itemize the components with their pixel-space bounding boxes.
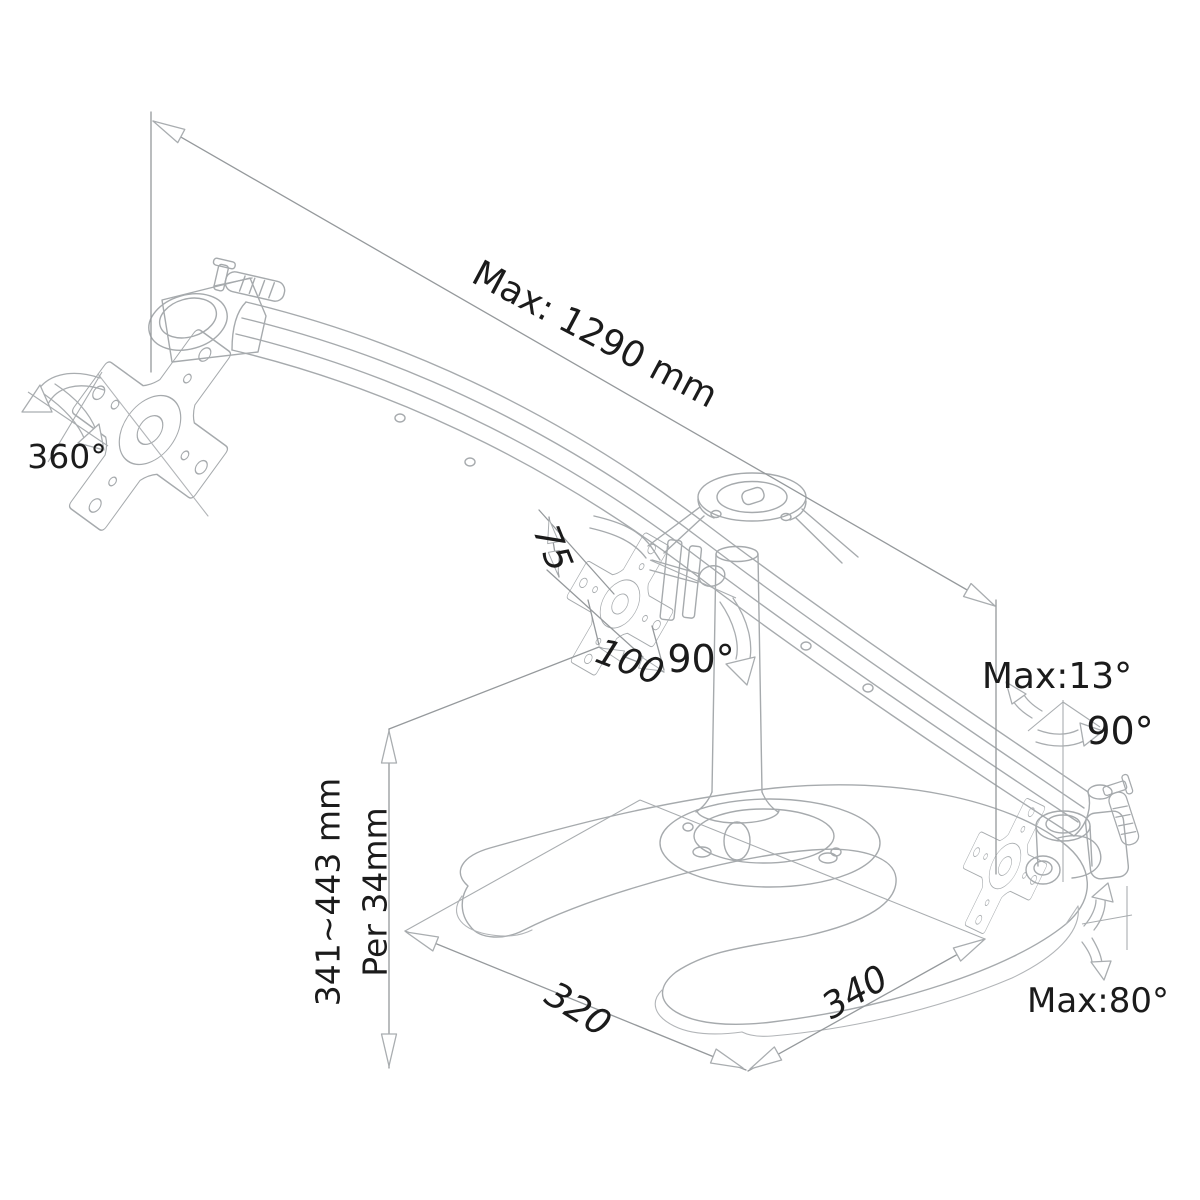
left-clamp-body <box>148 277 267 363</box>
rotation-arrow-max-80 <box>1081 882 1133 981</box>
floor-edge-ne <box>639 799 986 940</box>
rotation-arrow-tilt-13 <box>1005 681 1043 719</box>
dimension-vesa-100 <box>587 599 666 677</box>
dimension-label-vesa-100: 100 <box>590 631 669 694</box>
vesa-plate-right <box>939 785 1071 947</box>
extension-line-height-top <box>388 646 600 730</box>
dimension-label-base-width: 340 <box>815 958 895 1028</box>
dimension-vesa-75 <box>538 509 644 658</box>
rotation-arrow-right-90 <box>1027 700 1104 882</box>
rotation-label-center-90: 90° <box>667 637 734 681</box>
center-pole <box>695 545 780 824</box>
rotation-arrow-360 <box>21 371 109 463</box>
rotation-arrow-center-90 <box>649 559 756 686</box>
rotation-label-right-90: 90° <box>1086 709 1153 753</box>
dimension-line-base-width <box>747 938 986 1072</box>
dimension-label-base-depth: 320 <box>538 974 618 1045</box>
dimension-height <box>380 646 600 1069</box>
dimension-max-width <box>148 111 1000 875</box>
center-monitor-mount <box>538 513 726 695</box>
base-foot <box>456 784 1088 1037</box>
left-monitor-mount <box>23 256 290 564</box>
floor-edge-nw <box>404 799 641 932</box>
left-pivot-axis-line <box>97 373 209 517</box>
right-monitor-mount <box>939 773 1150 947</box>
vesa-plate-left <box>23 296 277 564</box>
center-mount-bracket <box>589 515 726 621</box>
left-clamp-handle <box>206 256 290 306</box>
dimension-label-max-width: Max: 1290 mm <box>465 253 724 417</box>
pedestal-dome <box>659 798 881 888</box>
rotation-label-360: 360° <box>27 437 107 476</box>
dimension-line-max-width <box>152 120 996 607</box>
dimension-line-base-depth <box>404 930 747 1071</box>
dimension-base-floor <box>402 799 990 1077</box>
rotation-label-max-80: Max:80° <box>1027 981 1169 1021</box>
dimension-label-height-range: 341~443 mm <box>309 778 348 1006</box>
right-mount-body <box>1025 784 1130 885</box>
rotation-label-tilt-13: Max:13° <box>982 656 1132 697</box>
dimension-label-height-step: Per 34mm <box>356 807 395 976</box>
dimension-label-vesa-75: 75 <box>525 520 580 578</box>
